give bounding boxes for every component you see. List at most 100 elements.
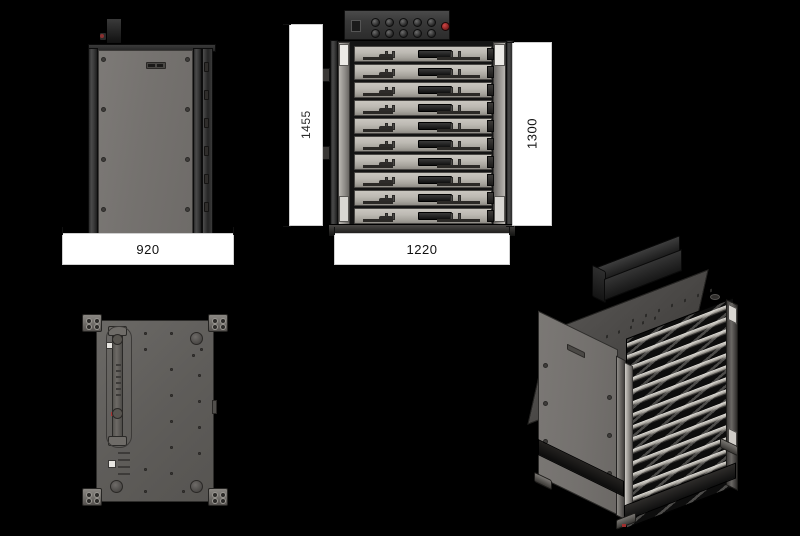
front-frame-rail-left-outer bbox=[330, 40, 338, 230]
side-top-connector-icon bbox=[106, 18, 122, 44]
shelf-row[interactable] bbox=[354, 136, 494, 152]
bracket-hole-icon bbox=[221, 319, 225, 323]
shelf-latch-icon bbox=[487, 120, 494, 132]
indicator-lamp-icon bbox=[441, 22, 450, 31]
top-plate-hole bbox=[144, 468, 147, 471]
connector-circle-icon bbox=[371, 18, 380, 27]
iso-side-screw bbox=[608, 434, 611, 437]
side-top-connector-dot-icon bbox=[100, 34, 104, 38]
connector-circle-icon bbox=[385, 18, 394, 27]
top-plate-hole bbox=[198, 426, 201, 429]
shelf-bar-icon bbox=[363, 201, 394, 204]
bracket-hole-icon bbox=[213, 319, 217, 323]
bracket-hole-icon bbox=[95, 325, 99, 329]
side-screw bbox=[102, 108, 105, 111]
bracket-hole-icon bbox=[95, 319, 99, 323]
dimension-1300-tick-top bbox=[506, 42, 514, 43]
shelf-latch-icon bbox=[487, 192, 494, 204]
shelf-row[interactable] bbox=[354, 118, 494, 134]
bracket-hole-icon bbox=[95, 493, 99, 497]
bracket-hole-icon bbox=[95, 499, 99, 503]
connector-circle-icon bbox=[399, 29, 408, 38]
shelf-handle-icon bbox=[379, 216, 394, 221]
top-plate-inner-outline bbox=[106, 326, 132, 448]
top-plate-large-hole bbox=[110, 480, 123, 493]
dimension-1220-tick-right bbox=[509, 227, 510, 235]
shelf-row[interactable] bbox=[354, 172, 494, 188]
bracket-hole-icon bbox=[221, 493, 225, 497]
bracket-hole-icon bbox=[87, 499, 91, 503]
dimension-920-tick-left bbox=[62, 227, 63, 235]
side-rail-notch bbox=[204, 90, 209, 100]
front-guide-left-top-clip bbox=[339, 44, 349, 66]
shelf-handle-icon bbox=[379, 126, 394, 131]
shelf-row[interactable] bbox=[354, 100, 494, 116]
top-plate-hole bbox=[144, 348, 147, 351]
shelf-bar-icon bbox=[436, 75, 481, 78]
shelf-latch-icon bbox=[487, 156, 494, 168]
bracket-hole-icon bbox=[87, 319, 91, 323]
top-plate-hole bbox=[198, 400, 201, 403]
side-screw bbox=[186, 158, 189, 161]
dimension-1220: 1220 bbox=[334, 233, 510, 265]
shelf-bar-icon bbox=[363, 75, 394, 78]
top-plate-hole bbox=[170, 332, 173, 335]
shelf-bar-icon bbox=[363, 183, 394, 186]
view-front-elevation bbox=[322, 10, 516, 242]
shelf-row[interactable] bbox=[354, 154, 494, 170]
front-side-flange-left-2 bbox=[322, 146, 330, 160]
connector-panel bbox=[344, 10, 450, 40]
connector-rect-icon bbox=[351, 20, 361, 32]
shelf-bar-icon bbox=[363, 219, 394, 222]
connector-circle-icon bbox=[413, 29, 422, 38]
side-rail-notch bbox=[204, 174, 209, 184]
bracket-hole-icon bbox=[213, 493, 217, 497]
bracket-hole-icon bbox=[87, 325, 91, 329]
shelf-bar-icon bbox=[436, 147, 481, 150]
side-screw bbox=[102, 208, 105, 211]
shelf-bar-icon bbox=[363, 57, 394, 60]
shelf-bar-icon bbox=[363, 93, 394, 96]
side-panel-skin bbox=[98, 50, 193, 238]
shelf-handle-icon bbox=[379, 162, 394, 167]
bracket-hole-icon bbox=[221, 499, 225, 503]
top-plate-detail-cluster-lower bbox=[118, 452, 130, 478]
connector-circle-icon bbox=[427, 18, 436, 27]
shelf-bar-icon bbox=[436, 93, 481, 96]
side-screw bbox=[186, 108, 189, 111]
top-plate-detail-cluster-upper bbox=[116, 364, 121, 398]
top-plate-hole bbox=[170, 394, 173, 397]
front-guide-left-bottom-clip bbox=[339, 196, 349, 222]
top-plate-hole bbox=[144, 490, 147, 493]
shelf-handle-icon bbox=[379, 54, 394, 59]
dimension-920-tick-right bbox=[233, 227, 234, 235]
shelf-latch-icon bbox=[487, 210, 494, 222]
connector-circle-icon bbox=[371, 29, 380, 38]
shelf-row[interactable] bbox=[354, 82, 494, 98]
bracket-hole-icon bbox=[87, 493, 91, 497]
shelf-latch-icon bbox=[487, 84, 494, 96]
side-label-plate-slot-icon bbox=[148, 64, 155, 67]
top-plate-hole bbox=[200, 348, 203, 351]
top-plate-hole bbox=[170, 472, 173, 475]
shelf-handle-icon bbox=[379, 198, 394, 203]
bracket-hole-icon bbox=[213, 499, 217, 503]
shelf-row[interactable] bbox=[354, 64, 494, 80]
top-plate-square-marker-2-icon bbox=[106, 342, 113, 349]
corner-bracket-bottom-left bbox=[82, 488, 102, 506]
top-plate-hole bbox=[192, 354, 195, 357]
shelf-bar-icon bbox=[436, 183, 481, 186]
shelf-row[interactable] bbox=[354, 190, 494, 206]
bracket-hole-icon bbox=[213, 325, 217, 329]
connector-circle-icon bbox=[399, 18, 408, 27]
view-top-plan bbox=[82, 312, 228, 510]
top-plate-hole bbox=[170, 446, 173, 449]
shelf-bar-icon bbox=[363, 147, 394, 150]
shelf-row[interactable] bbox=[354, 46, 494, 62]
iso-side-screw bbox=[608, 396, 611, 399]
shelf-row[interactable] bbox=[354, 208, 494, 224]
shelf-handle-icon bbox=[379, 144, 394, 149]
corner-bracket-bottom-right bbox=[208, 488, 228, 506]
top-plate-large-hole bbox=[190, 480, 203, 493]
shelf-latch-icon bbox=[487, 102, 494, 114]
